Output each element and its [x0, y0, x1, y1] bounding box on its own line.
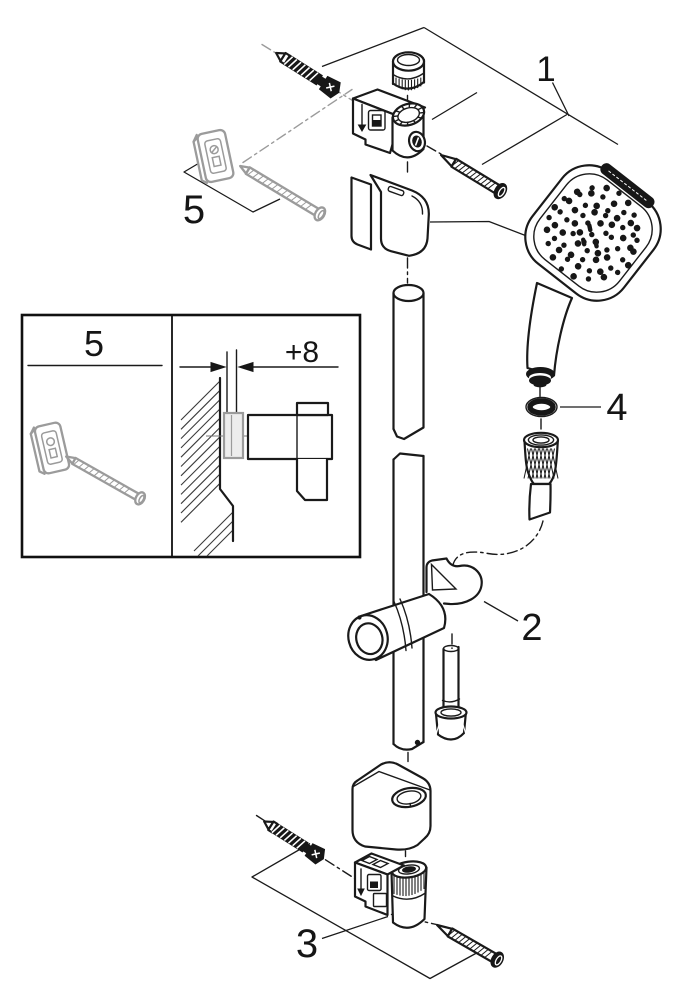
wall-bracket-bottom [353, 852, 428, 929]
wall-bracket-top [351, 88, 427, 159]
center-line-screw-top-long [426, 145, 442, 155]
hose-lower [434, 644, 468, 741]
inset-dimension-line [179, 361, 339, 373]
part-label-4: 4 [606, 387, 627, 429]
bracket-cover-bottom [351, 761, 432, 851]
inset-wall-hatching [180, 380, 234, 557]
holder-hook [425, 557, 483, 606]
wall-screw-top [275, 51, 341, 99]
inset-wall-section [180, 376, 235, 557]
plug-screw [238, 164, 327, 222]
inset-spacer [222, 411, 245, 460]
inset-plug-screw [64, 455, 147, 506]
inset-rail-strip [226, 349, 238, 414]
rail-break-lower [392, 452, 425, 461]
wall-screw-bottom [263, 820, 326, 865]
leader-group-3 [251, 842, 478, 980]
nut-knurling [435, 716, 467, 735]
mounting-screw-long-bottom [435, 923, 505, 968]
cone-knurling [523, 448, 559, 479]
spray-nozzles [543, 184, 641, 282]
part-label-1: 1 [536, 50, 555, 89]
hose-nut [522, 431, 560, 486]
clamp-splines [393, 104, 424, 125]
hose-end-upper [528, 482, 552, 521]
hand-shower [524, 163, 662, 388]
spray-face [524, 163, 662, 302]
part-label-2: 2 [521, 607, 542, 649]
inset-wall-plug [29, 421, 71, 475]
inset-panel: 5 +8 [20, 313, 362, 559]
bracket-cover-top [350, 173, 430, 257]
leader-group-5 [183, 163, 281, 213]
hose-path-line [451, 520, 544, 568]
inset-bracket-side-view [246, 401, 334, 502]
leader-group-2 [483, 600, 519, 622]
release-button [367, 109, 386, 131]
bracket-screw-hole [407, 130, 427, 153]
part-label-5: 5 [183, 188, 205, 232]
part-label-3: 3 [296, 922, 318, 966]
inset-dimension-label: +8 [285, 336, 319, 369]
glide-holder [347, 557, 483, 662]
mounting-cap [391, 51, 426, 91]
center-line-wall-plug [242, 88, 353, 164]
washer [525, 396, 558, 418]
rail-break-upper [392, 426, 425, 441]
release-button-bottom [366, 873, 382, 892]
inset-label-5: 5 [84, 323, 104, 364]
shower-rail [392, 283, 425, 751]
mounting-screw-long-top [439, 153, 508, 200]
shower-handle [526, 281, 574, 377]
leader-lines [183, 26, 619, 980]
leader-group-1 [321, 26, 619, 243]
wall-plug [192, 128, 235, 185]
